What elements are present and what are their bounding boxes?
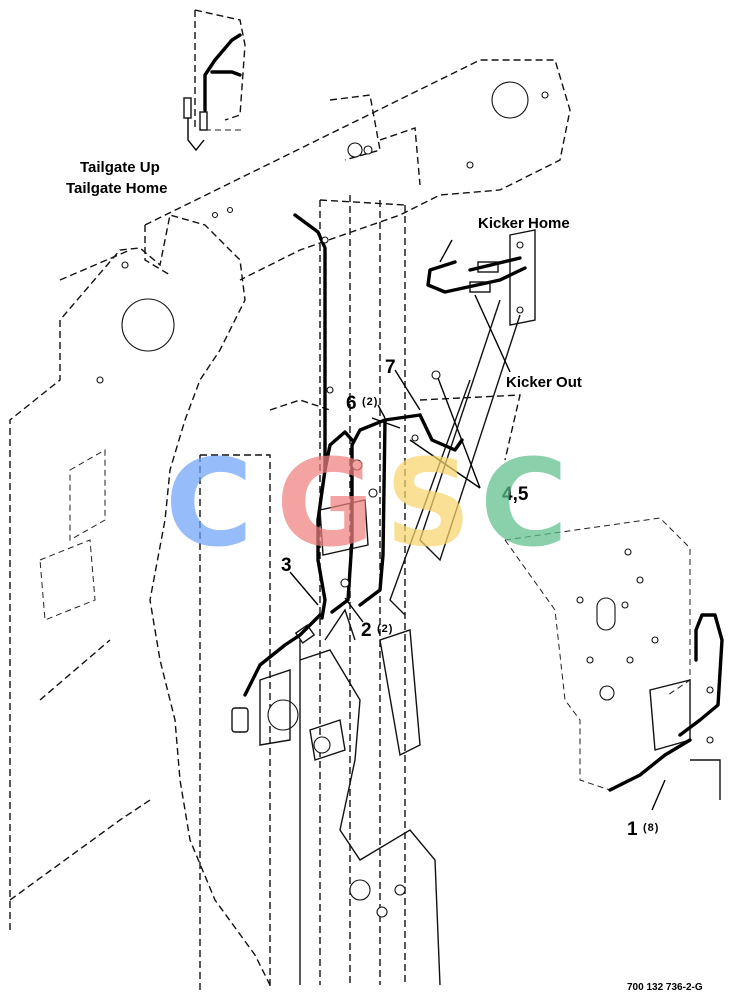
bolt-hole xyxy=(706,686,714,694)
callout-qty: (2) xyxy=(377,623,393,635)
bolt-hole xyxy=(706,736,714,744)
bolt-hole xyxy=(466,161,474,169)
callout-number: 4,5 xyxy=(502,484,529,505)
panel-hole xyxy=(599,685,615,701)
bolt-hole xyxy=(516,306,524,314)
hose-coupler xyxy=(294,624,316,644)
central-frame-column xyxy=(199,195,521,990)
hydraulic-hoses xyxy=(231,213,464,733)
label-tailgate-up: Tailgate Up xyxy=(80,159,160,176)
bolt-hole xyxy=(121,261,129,269)
callout-leaders xyxy=(289,239,666,811)
kicker-assembly xyxy=(389,229,536,616)
washer xyxy=(411,434,419,442)
callout-qty: (2) xyxy=(362,396,378,408)
lower-frame-structure xyxy=(259,608,441,986)
bolt-hole xyxy=(576,596,584,604)
label-tailgate-home: Tailgate Home xyxy=(66,180,167,197)
frame-hole xyxy=(313,736,331,754)
bolt-hole xyxy=(626,656,634,664)
right-side-panel xyxy=(504,517,724,800)
bolt-hole xyxy=(541,91,549,99)
panel-round-hole xyxy=(121,298,175,352)
top-cross-member xyxy=(144,59,571,281)
watermark-letter: C xyxy=(480,435,568,574)
bolt-hole xyxy=(226,206,234,214)
bolt-hole xyxy=(621,601,629,609)
panel-slot xyxy=(596,597,616,631)
bolt-hole xyxy=(651,636,659,644)
frame-hole xyxy=(376,906,388,918)
frame-hole xyxy=(349,879,371,901)
watermark-letter: S xyxy=(385,435,471,574)
tailgate-up-sensor xyxy=(183,97,192,119)
pivot-bolt xyxy=(363,145,373,155)
callout-number: 6 xyxy=(346,393,357,414)
callout-4-5: 4,5 xyxy=(502,484,529,505)
callout-number: 3 xyxy=(281,555,292,576)
watermark-letter: G xyxy=(276,435,375,574)
callout-qty: (8) xyxy=(643,822,659,834)
washer xyxy=(340,578,350,588)
frame-hole xyxy=(394,884,406,896)
bolt-hole xyxy=(624,548,632,556)
bolt xyxy=(431,370,441,380)
callout-3: 3 xyxy=(281,555,292,576)
callout-number: 1 xyxy=(627,819,638,840)
bolt-hole xyxy=(636,576,644,584)
washer xyxy=(351,459,363,471)
callout-7: 7 xyxy=(385,357,396,378)
bolt-hole xyxy=(516,241,524,249)
hose-clamp xyxy=(321,236,329,244)
bolt-hole xyxy=(586,656,594,664)
callout-number: 7 xyxy=(385,357,396,378)
label-kicker-out: Kicker Out xyxy=(506,374,582,391)
hose-clamp xyxy=(326,386,334,394)
kicker-out-sensor xyxy=(469,281,491,293)
pivot-bolt xyxy=(347,142,363,158)
watermark-letter: C xyxy=(165,435,253,574)
tailgate-home-sensor xyxy=(199,111,208,131)
left-side-panel xyxy=(9,214,271,986)
kicker-home-sensor xyxy=(477,261,499,273)
valve-block xyxy=(231,707,249,733)
washer xyxy=(368,488,378,498)
tailgate-sensor-bracket xyxy=(183,9,246,152)
bolt-hole xyxy=(211,211,219,219)
callout-1: 1 (8) xyxy=(627,819,659,840)
bolt-hole xyxy=(96,376,104,384)
callout-2: 2 (2) xyxy=(361,620,393,641)
callout-number: 2 xyxy=(361,620,372,641)
callout-6: 6 (2) xyxy=(346,393,378,414)
drawing-reference-number: 700 132 736-2-G xyxy=(627,982,703,993)
frame-hole xyxy=(267,699,299,731)
label-kicker-home: Kicker Home xyxy=(478,215,570,232)
cgsc-watermark: C G S C xyxy=(165,435,568,574)
cross-member-hole xyxy=(491,81,529,119)
